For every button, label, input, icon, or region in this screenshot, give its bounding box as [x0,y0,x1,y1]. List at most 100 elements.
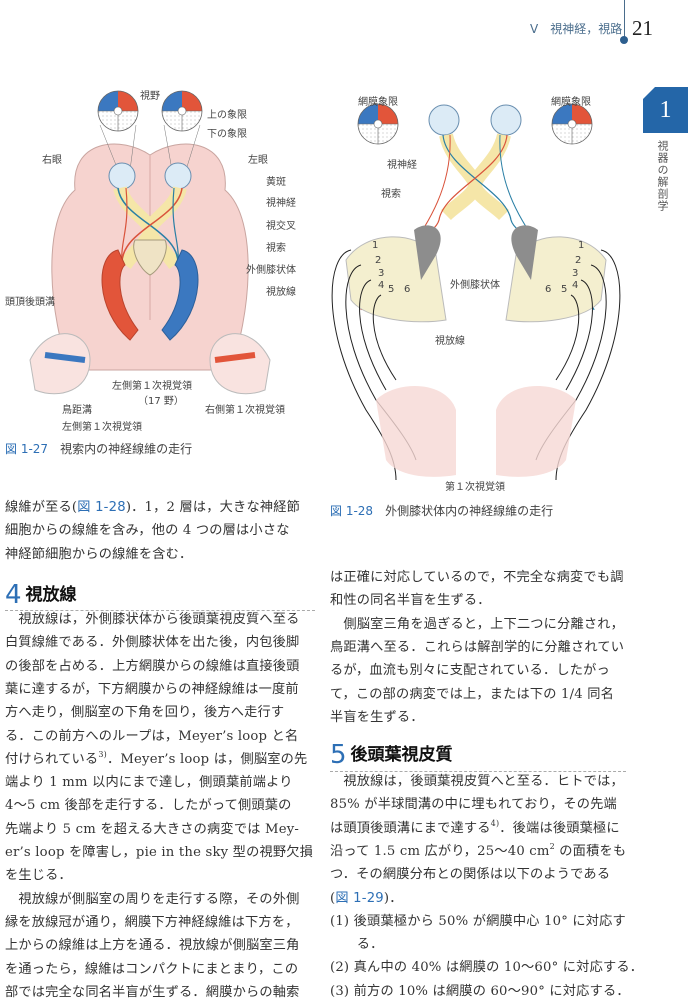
text-line: 端より 1 mm 以内にまで達し，側頭葉前端より [5,775,293,791]
figure-1-27-caption: 図 1-27 視索内の神経線維の走行 [5,440,192,457]
text-line: er’s loop を障害し，pie in the sky 型の視野欠損 [5,845,314,860]
text-line: 白質線維である．外側膝状体を出た後，内包後脚 [5,635,300,651]
label-upper-quadrant: 上の象限 [207,110,247,121]
citation-superscript: 4) [490,818,500,828]
text-line: (図 1-29)． [330,887,403,910]
section-title: 視放線 [25,585,77,605]
figure-1-28-illustration [331,103,621,481]
text-segment: 付けられている [5,751,99,767]
layer-label: 5 [561,284,568,295]
text-line: 葉に達するが，下方網膜からの神経線維は一度前 [5,681,299,697]
label-area17: （17 野） [138,396,184,407]
text-line: 先端より 5 cm を超える大きさの病変では Mey- [5,821,300,837]
section-divider [330,771,626,772]
text-line: 神経節細胞からの線維を含む． [5,546,193,562]
text-line: 付けられている3)．Meyer’s loop は，側脳室の先 [5,748,307,771]
text-line: 沿って 1.5 cm 広がり，25〜40 cm2 の面積をも [330,840,626,863]
label-left-v1: 左側第１次視覚領 [112,381,192,392]
text-segment: 沿って 1.5 cm 広がり，25〜40 cm [330,843,550,859]
text-segment: )． [383,890,403,906]
label-optic-tract: 視索 [381,189,401,200]
text-line: 視放線は，後頭葉視皮質へと至る．ヒトでは， [330,774,624,789]
text-line: るが，血流も別々に支配されている．したがっ [330,663,610,679]
label-retina-quadrant-left: 網膜象限 [358,97,398,108]
text-line: (2) 真ん中の 40% は網膜の 10〜60° に対応する． [330,960,644,976]
text-segment: 線維が至る( [5,500,78,515]
text-segment: の面積をも [554,843,627,859]
layer-label: 6 [404,284,411,295]
section-number: 5 [330,740,347,770]
label-optic-nerve: 視神経 [387,160,417,171]
label-visual-field: 視野 [140,91,160,102]
layer-label: 3 [572,268,579,279]
text-line: 細胞からの線維を含み，他の 4 つの層は小さな [5,523,290,539]
text-line: は頭頂後頭溝にまで達する4)．後端は後頭葉極に [330,817,620,840]
label-lower-quadrant: 下の象限 [207,129,247,140]
caption-number: 図 1-27 [5,442,49,456]
chapter-tab: 1 [643,87,688,133]
label-optic-tract: 視索 [266,243,286,254]
layer-label: 4 [378,280,385,291]
layer-label: 1 [372,240,379,251]
text-line: は正確に対応しているので，不完全な病変でも調 [330,570,624,585]
figure-reference-link[interactable]: 図 1-29 [335,890,384,906]
layer-label: 2 [575,255,582,266]
text-line: を生じる． [5,868,72,884]
label-chiasm: 視交叉 [266,221,296,232]
text-segment: ( [330,890,336,906]
header-rule [624,0,625,38]
figure-reference-link[interactable]: 図 1-28 [77,500,126,515]
chapter-title: 視器の解剖学 [656,140,669,212]
text-line: 85% が半球間溝の中に埋もれており，その先端 [330,797,617,813]
text-line: の後部を占める．上方網膜からの線維は直接後頭 [5,658,300,674]
label-left-v1-b: 左側第１次視覚領 [62,422,142,433]
label-right-v1: 右側第１次視覚領 [205,405,285,416]
text-line: る． [330,937,384,953]
text-line: つ．その網膜分布との関係は以下のようである [330,867,611,883]
layer-label: 1 [578,240,585,251]
figure-1-28-caption: 図 1-28 外側膝状体内の神経線維の走行 [330,502,553,519]
text-line: (3) 前方の 10% は網膜の 60〜90° に対応する． [330,983,630,999]
text-line: を通ったら，線維はコンパクトにまとまり，この [5,961,299,977]
label-right-eye: 右眼 [42,155,62,166]
text-line: 視放線は，外側膝状体から後頭葉視皮質へ至る [5,612,300,627]
label-optic-nerve: 視神経 [266,198,296,209]
label-radiation: 視放線 [435,336,465,347]
label-radiation: 視放線 [266,287,296,298]
layer-label: 4 [572,280,579,291]
figure-1-27-illustration [29,90,271,395]
section-title: 後頭葉視皮質 [350,745,453,765]
text-line: (1) 後頭葉極から 50% が網膜中心 10° に対応す [330,913,626,929]
layer-label: 2 [375,255,382,266]
text-segment: )．1，2 層は，大きな神経節 [125,500,300,515]
text-segment: ．Meyer’s loop は，側脳室の先 [106,751,308,767]
header-dot [620,36,628,44]
text-line: 線維が至る(図 1-28)．1，2 層は，大きな神経節 [5,496,300,519]
label-lgn: 外側膝状体 [246,265,296,276]
text-line: 4〜5 cm 後部を走行する．したがって側頭葉の [5,798,292,814]
layer-label: 5 [388,284,395,295]
text-line: 側脳室三角を過ぎると，上下二つに分離され， [330,616,624,632]
section-number: 4 [5,580,22,610]
text-line: 鳥距溝へ至る．これらは解剖学的に分離されてい [330,639,625,655]
caption-text: 外側膝状体内の神経線維の走行 [385,504,554,518]
text-line: 和性の同名半盲を生ずる． [330,593,491,609]
text-line: 上からの線維は上方を通る．視放線が側脳室三角 [5,938,300,954]
text-line: て，この部の病変では上，または下の 1/4 同名 [330,686,615,702]
text-line: る．この前方へのループは，Meyer’s loop と名 [5,728,299,744]
page-number: 21 [632,16,653,40]
label-retina-quadrant-right: 網膜象限 [551,97,591,108]
caption-number: 図 1-28 [330,504,374,518]
running-header: V 視神経，視路 [530,22,623,36]
label-parieto-occipital: 頭頂後頭溝 [5,297,55,308]
label-macula: 黄斑 [266,177,286,188]
text-line: 視放線が側脳室の周りを走行する際，その外側 [5,891,300,907]
text-line: 方へ走り，側脳室の下角を回り，後方へ走行す [5,705,285,721]
citation-superscript: 2 [549,841,555,851]
section-divider [5,610,315,611]
caption-text: 視索内の神経線維の走行 [60,442,193,456]
citation-superscript: 3) [98,749,107,759]
text-line: 縁を放線冠が通り，網膜下方神経線維は下方を， [5,914,299,930]
